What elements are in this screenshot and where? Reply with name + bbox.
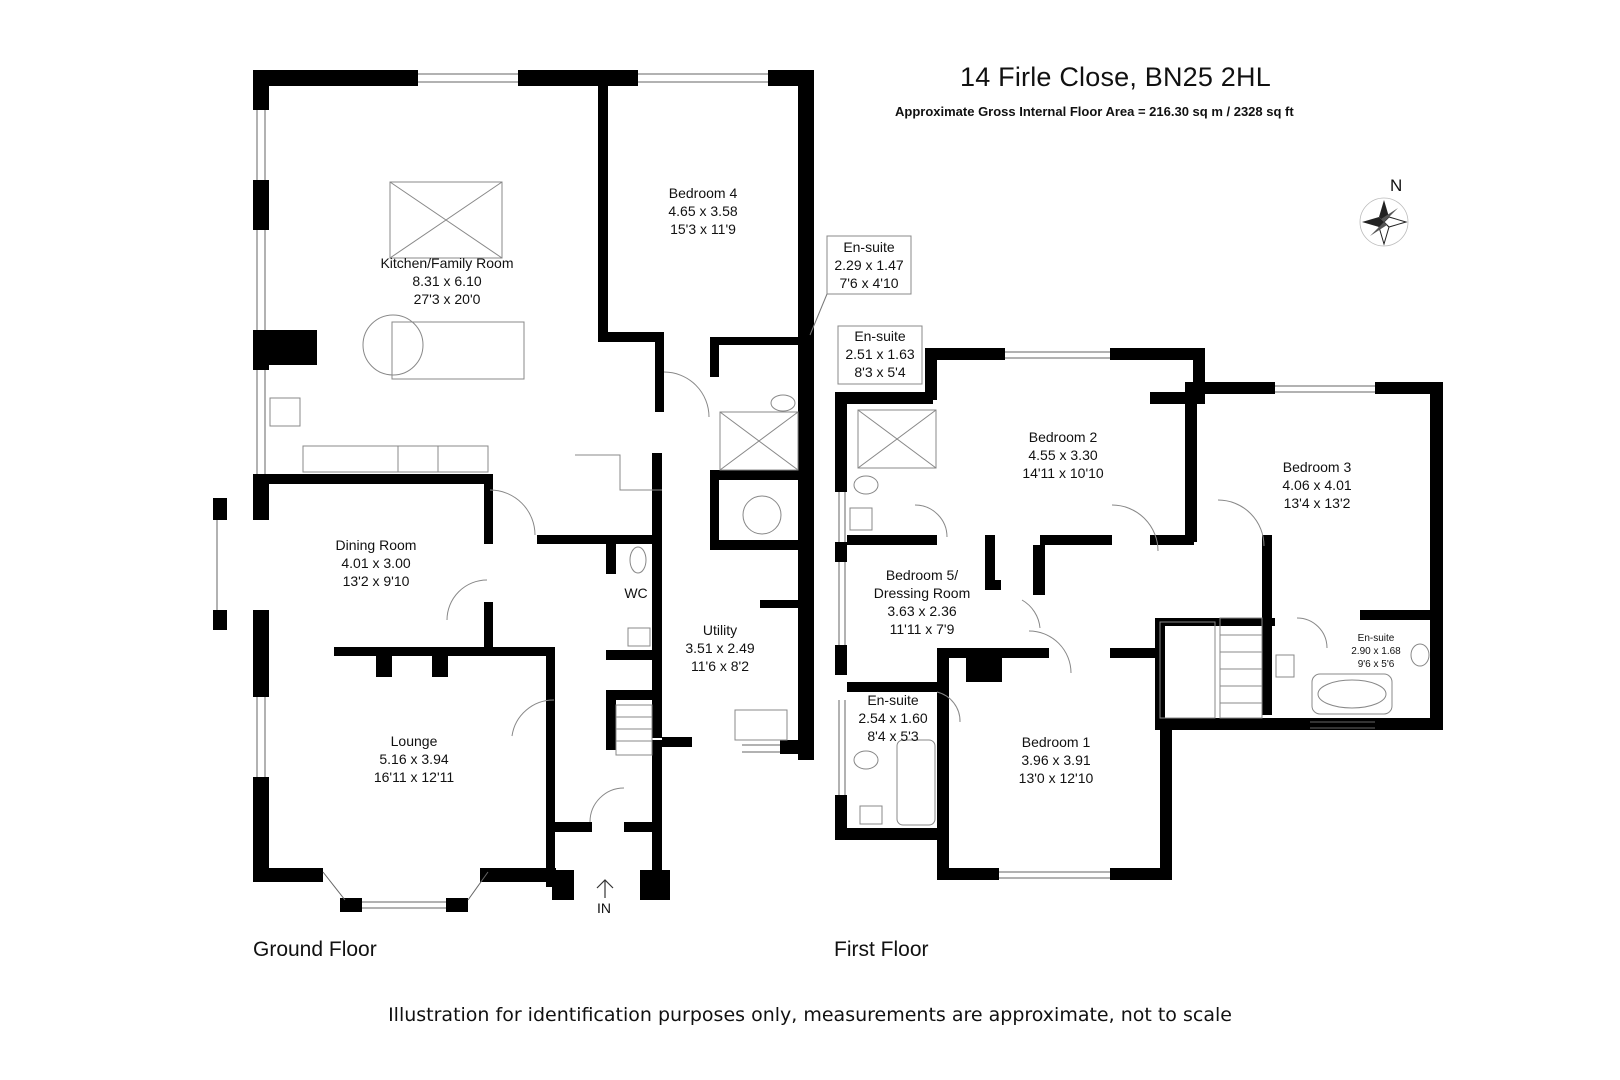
- ensuite-b1-basin-icon: [859, 805, 883, 825]
- ensuite-b1-name: En-suite: [867, 692, 919, 708]
- ensuite-b4-metric: 2.29 x 1.47: [834, 257, 903, 273]
- sink-icon: [269, 397, 301, 427]
- ensuite-b1-metric: 2.54 x 1.60: [858, 710, 927, 726]
- ensuite-b4-name: En-suite: [843, 239, 895, 255]
- bath-icon: [1311, 673, 1393, 715]
- ensuite-b3-imperial: 9'6 x 5'6: [1358, 659, 1395, 670]
- ensuite-b2-metric: 2.51 x 1.63: [845, 346, 914, 362]
- ensuite-b1-toilet-icon: [853, 750, 879, 770]
- ensuite-basin-icon: [849, 507, 873, 531]
- ensuite-b3-metric: 2.90 x 1.68: [1351, 646, 1401, 657]
- ensuite-b2-imperial: 8'3 x 5'4: [854, 364, 905, 380]
- hob-icon: [397, 445, 439, 473]
- floor-area-text: Approximate Gross Internal Floor Area = …: [895, 104, 1294, 119]
- wc-name: WC: [624, 585, 647, 601]
- bedroom1-imperial: 13'0 x 12'10: [1019, 770, 1094, 786]
- bedroom2-name: Bedroom 2: [1029, 429, 1098, 445]
- bedroom3-imperial: 13'4 x 13'2: [1284, 495, 1351, 511]
- kitchen-metric: 8.31 x 6.10: [412, 273, 481, 289]
- entrance-arrow-icon: [596, 879, 614, 898]
- first-floor-label: First Floor: [834, 938, 929, 961]
- ensuite-b3-basin-icon: [1275, 654, 1295, 678]
- bedroom3-metric: 4.06 x 4.01: [1282, 477, 1351, 493]
- bedroom2-imperial: 14'11 x 10'10: [1022, 465, 1104, 481]
- ensuite-b2-label-box: [837, 325, 923, 385]
- ground-floor-label: Ground Floor: [253, 938, 377, 961]
- lounge-metric: 5.16 x 3.94: [379, 751, 448, 767]
- bedroom1-metric: 3.96 x 3.91: [1021, 752, 1090, 768]
- entrance-label: IN: [597, 900, 611, 916]
- ensuite-b2-name: En-suite: [854, 328, 906, 344]
- first-floor-windows: [838, 351, 1375, 879]
- kitchen-island: [391, 321, 525, 380]
- plan-title: 14 Firle Close, BN25 2HL: [960, 62, 1271, 92]
- ground-floor-windows: [216, 73, 780, 909]
- compass-icon: [1359, 197, 1409, 247]
- ensuite-b4-imperial: 7'6 x 4'10: [839, 275, 898, 291]
- dining-name: Dining Room: [336, 537, 417, 553]
- utility-imperial: 11'6 x 8'2: [691, 658, 749, 674]
- bedroom4-metric: 4.65 x 3.58: [668, 203, 737, 219]
- dining-imperial: 13'2 x 9'10: [343, 573, 410, 589]
- ensuite-b1-imperial: 8'4 x 5'3: [867, 728, 918, 744]
- ground-floor-walls: [213, 70, 814, 912]
- utility-name: Utility: [703, 622, 737, 638]
- bedroom3-name: Bedroom 3: [1283, 459, 1352, 475]
- toilet-icon: [770, 394, 796, 412]
- shower-icon: [719, 411, 799, 471]
- stairs-first-icon: [1219, 617, 1263, 719]
- bedroom5-imperial: 11'11 x 7'9: [890, 621, 955, 637]
- ensuite-b1-bath-icon: [896, 739, 936, 826]
- wc-basin-icon: [627, 627, 651, 647]
- utility-metric: 3.51 x 2.49: [685, 640, 754, 656]
- ensuite-b3-name: En-suite: [1358, 633, 1395, 644]
- kitchen-counter: [302, 445, 489, 473]
- ensuite-b4-label-box: [826, 235, 912, 295]
- kitchen-imperial: 27'3 x 20'0: [414, 291, 481, 307]
- lounge-imperial: 16'11 x 12'11: [374, 769, 455, 785]
- bedroom4-name: Bedroom 4: [669, 185, 738, 201]
- ground-floor-fixtures: [269, 181, 799, 823]
- dining-metric: 4.01 x 3.00: [341, 555, 410, 571]
- bedroom2-metric: 4.55 x 3.30: [1028, 447, 1097, 463]
- disclaimer: Illustration for identification purposes…: [388, 1004, 1232, 1026]
- bedroom5-metric: 3.63 x 2.36: [887, 603, 956, 619]
- utility-sink-icon: [734, 709, 788, 741]
- boiler-icon: [742, 495, 782, 535]
- bedroom1-name: Bedroom 1: [1022, 734, 1091, 750]
- bedroom4-imperial: 15'3 x 11'9: [670, 221, 736, 237]
- room-labels: Kitchen/Family Room 8.31 x 6.10 27'3 x 2…: [336, 185, 1402, 786]
- lounge-name: Lounge: [391, 733, 438, 749]
- cupboard-icon: [1159, 621, 1216, 719]
- stairs-icon: [615, 704, 653, 756]
- kitchen-name: Kitchen/Family Room: [380, 255, 513, 271]
- ensuite-shower-icon: [857, 409, 937, 469]
- ensuite-toilet-icon: [853, 475, 879, 495]
- wc-toilet-icon: [629, 546, 647, 574]
- bedroom5-name2: Dressing Room: [874, 585, 970, 601]
- dining-table-icon: [362, 314, 424, 376]
- label-boxes: [809, 235, 923, 385]
- ensuite-b3-toilet-icon: [1410, 643, 1430, 667]
- north-label: N: [1390, 176, 1403, 195]
- first-floor-fixtures: [849, 409, 1430, 826]
- bedroom5-name: Bedroom 5/: [886, 567, 958, 583]
- skylight-icon: [389, 181, 503, 259]
